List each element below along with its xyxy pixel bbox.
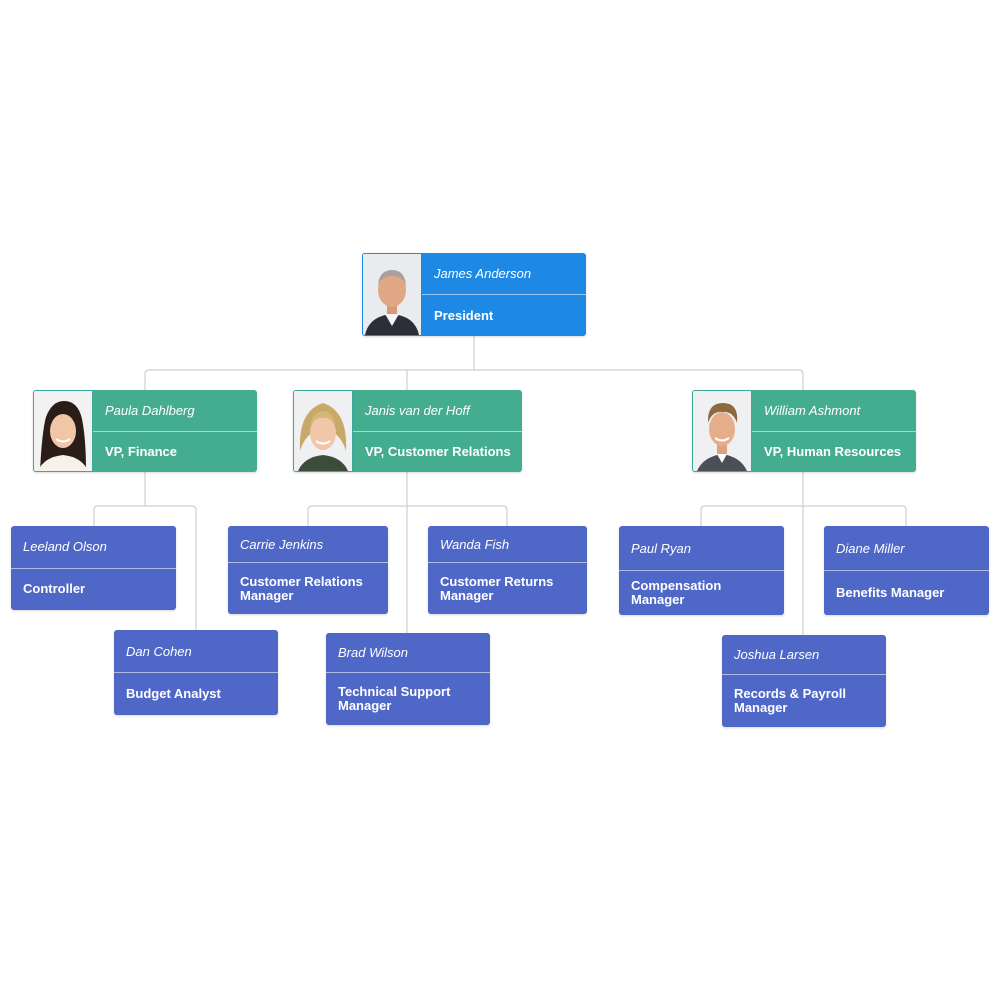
staff-name: Diane Miller	[824, 526, 989, 571]
staff-name: Leeland Olson	[11, 526, 176, 569]
connector-finance	[93, 472, 197, 630]
vp-title: VP, Finance	[105, 443, 178, 459]
staff-title: Customer Relations Manager	[240, 573, 363, 603]
staff-name: Dan Cohen	[114, 630, 278, 673]
portrait-photo-icon	[293, 390, 353, 472]
staff-name: Brad Wilson	[326, 633, 490, 673]
vp-title: VP, Customer Relations	[365, 443, 511, 459]
connector-customer-relations	[307, 472, 508, 633]
node-staff-customer-relations-manager[interactable]: Carrie Jenkins Customer Relations Manage…	[228, 526, 388, 614]
staff-title: Budget Analyst	[126, 686, 221, 701]
staff-name: Wanda Fish	[428, 526, 587, 563]
node-staff-customer-returns-manager[interactable]: Wanda Fish Customer Returns Manager	[428, 526, 587, 614]
staff-title: Records & Payroll Manager	[734, 686, 846, 715]
connector-human-resources	[700, 472, 907, 635]
staff-name: Carrie Jenkins	[228, 526, 388, 563]
staff-title: Benefits Manager	[836, 585, 945, 600]
portrait-photo-icon	[33, 390, 93, 472]
president-title: President	[434, 307, 494, 323]
staff-title: Customer Returns Manager	[440, 573, 554, 603]
node-president[interactable]: James Anderson President	[362, 253, 586, 336]
node-vp-finance[interactable]: Paula Dahlberg VP, Finance	[33, 390, 257, 472]
portrait-photo-icon	[692, 390, 752, 472]
staff-name: Joshua Larsen	[722, 635, 886, 675]
node-vp-customer-relations[interactable]: Janis van der Hoff VP, Customer Relation…	[293, 390, 522, 472]
vp-name: William Ashmont	[752, 390, 916, 432]
staff-title: Technical Support Manager	[338, 684, 451, 713]
staff-name: Paul Ryan	[619, 526, 784, 571]
node-staff-technical-support-manager[interactable]: Brad Wilson Technical Support Manager	[326, 633, 490, 725]
node-staff-controller[interactable]: Leeland Olson Controller	[11, 526, 176, 610]
president-name: James Anderson	[422, 253, 586, 295]
vp-name: Paula Dahlberg	[93, 390, 257, 432]
vp-title: VP, Human Resources	[764, 443, 902, 459]
node-staff-budget-analyst[interactable]: Dan Cohen Budget Analyst	[114, 630, 278, 715]
staff-title: Controller	[23, 581, 86, 597]
node-staff-compensation-manager[interactable]: Paul Ryan Compensation Manager	[619, 526, 784, 615]
node-vp-human-resources[interactable]: William Ashmont VP, Human Resources	[692, 390, 916, 472]
node-staff-records-payroll-manager[interactable]: Joshua Larsen Records & Payroll Manager	[722, 635, 886, 727]
vp-name: Janis van der Hoff	[353, 390, 522, 432]
node-staff-benefits-manager[interactable]: Diane Miller Benefits Manager	[824, 526, 989, 615]
connector-president-vps	[144, 336, 804, 390]
staff-title: Compensation Manager	[631, 578, 722, 607]
portrait-photo-icon	[362, 253, 422, 336]
